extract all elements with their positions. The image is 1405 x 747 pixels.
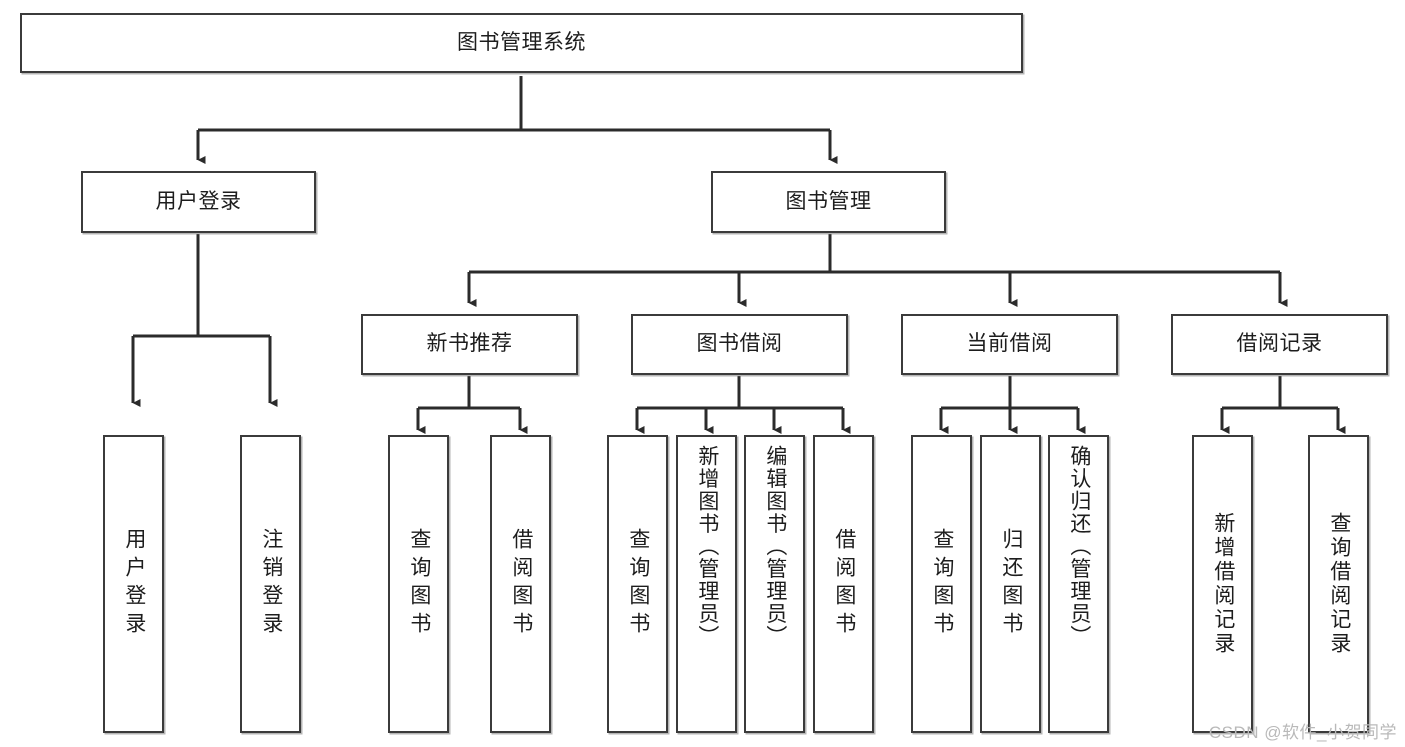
watermark-text: CSDN @软件_小贺同学	[1208, 723, 1397, 742]
leaf-current-query-book[interactable]: 查询图书	[911, 435, 972, 733]
node-user-login[interactable]: 用户登录	[81, 171, 316, 233]
node-label: 新增图书（管理员）	[695, 445, 719, 648]
node-label: 编辑图书（管理员）	[763, 445, 787, 648]
node-label: 查询图书	[930, 528, 954, 640]
leaf-recommend-borrow-book[interactable]: 借阅图书	[490, 435, 551, 733]
node-label: 新书推荐	[426, 332, 513, 356]
leaf-borrow-edit-book-admin[interactable]: 编辑图书（管理员）	[744, 435, 805, 733]
node-label: 查询图书	[407, 528, 431, 640]
leaf-borrow-borrow-book[interactable]: 借阅图书	[813, 435, 874, 733]
node-label: 查询图书	[626, 528, 650, 640]
leaf-recommend-query-book[interactable]: 查询图书	[388, 435, 449, 733]
node-book-management[interactable]: 图书管理	[711, 171, 946, 233]
leaf-user-login-login[interactable]: 用户登录	[103, 435, 164, 733]
node-label: 图书借阅	[696, 332, 783, 356]
node-root-system[interactable]: 图书管理系统	[20, 13, 1023, 73]
leaf-borrow-query-book[interactable]: 查询图书	[607, 435, 668, 733]
node-borrow-record[interactable]: 借阅记录	[1171, 314, 1388, 375]
node-label: 借阅图书	[832, 528, 856, 640]
node-label: 借阅记录	[1236, 332, 1323, 356]
leaf-record-query-record[interactable]: 查询借阅记录	[1308, 435, 1369, 733]
leaf-record-add-record[interactable]: 新增借阅记录	[1192, 435, 1253, 733]
node-label: 确认归还（管理员）	[1067, 445, 1091, 648]
node-label: 注销登录	[259, 528, 283, 640]
node-label: 图书管理系统	[457, 30, 586, 54]
node-label: 查询借阅记录	[1327, 512, 1351, 656]
node-label: 归还图书	[999, 528, 1023, 640]
node-label: 用户登录	[155, 189, 242, 213]
node-label: 借阅图书	[509, 528, 533, 640]
node-label: 当前借阅	[966, 332, 1053, 356]
node-new-book-recommend[interactable]: 新书推荐	[361, 314, 578, 375]
node-label: 图书管理	[785, 189, 872, 213]
node-label: 新增借阅记录	[1211, 512, 1235, 656]
node-book-borrow[interactable]: 图书借阅	[631, 314, 848, 375]
leaf-user-login-logout[interactable]: 注销登录	[240, 435, 301, 733]
leaf-borrow-add-book-admin[interactable]: 新增图书（管理员）	[676, 435, 737, 733]
node-label: 用户登录	[122, 528, 146, 640]
leaf-current-return-book[interactable]: 归还图书	[980, 435, 1041, 733]
leaf-current-confirm-return-admin[interactable]: 确认归还（管理员）	[1048, 435, 1109, 733]
node-current-borrow[interactable]: 当前借阅	[901, 314, 1118, 375]
